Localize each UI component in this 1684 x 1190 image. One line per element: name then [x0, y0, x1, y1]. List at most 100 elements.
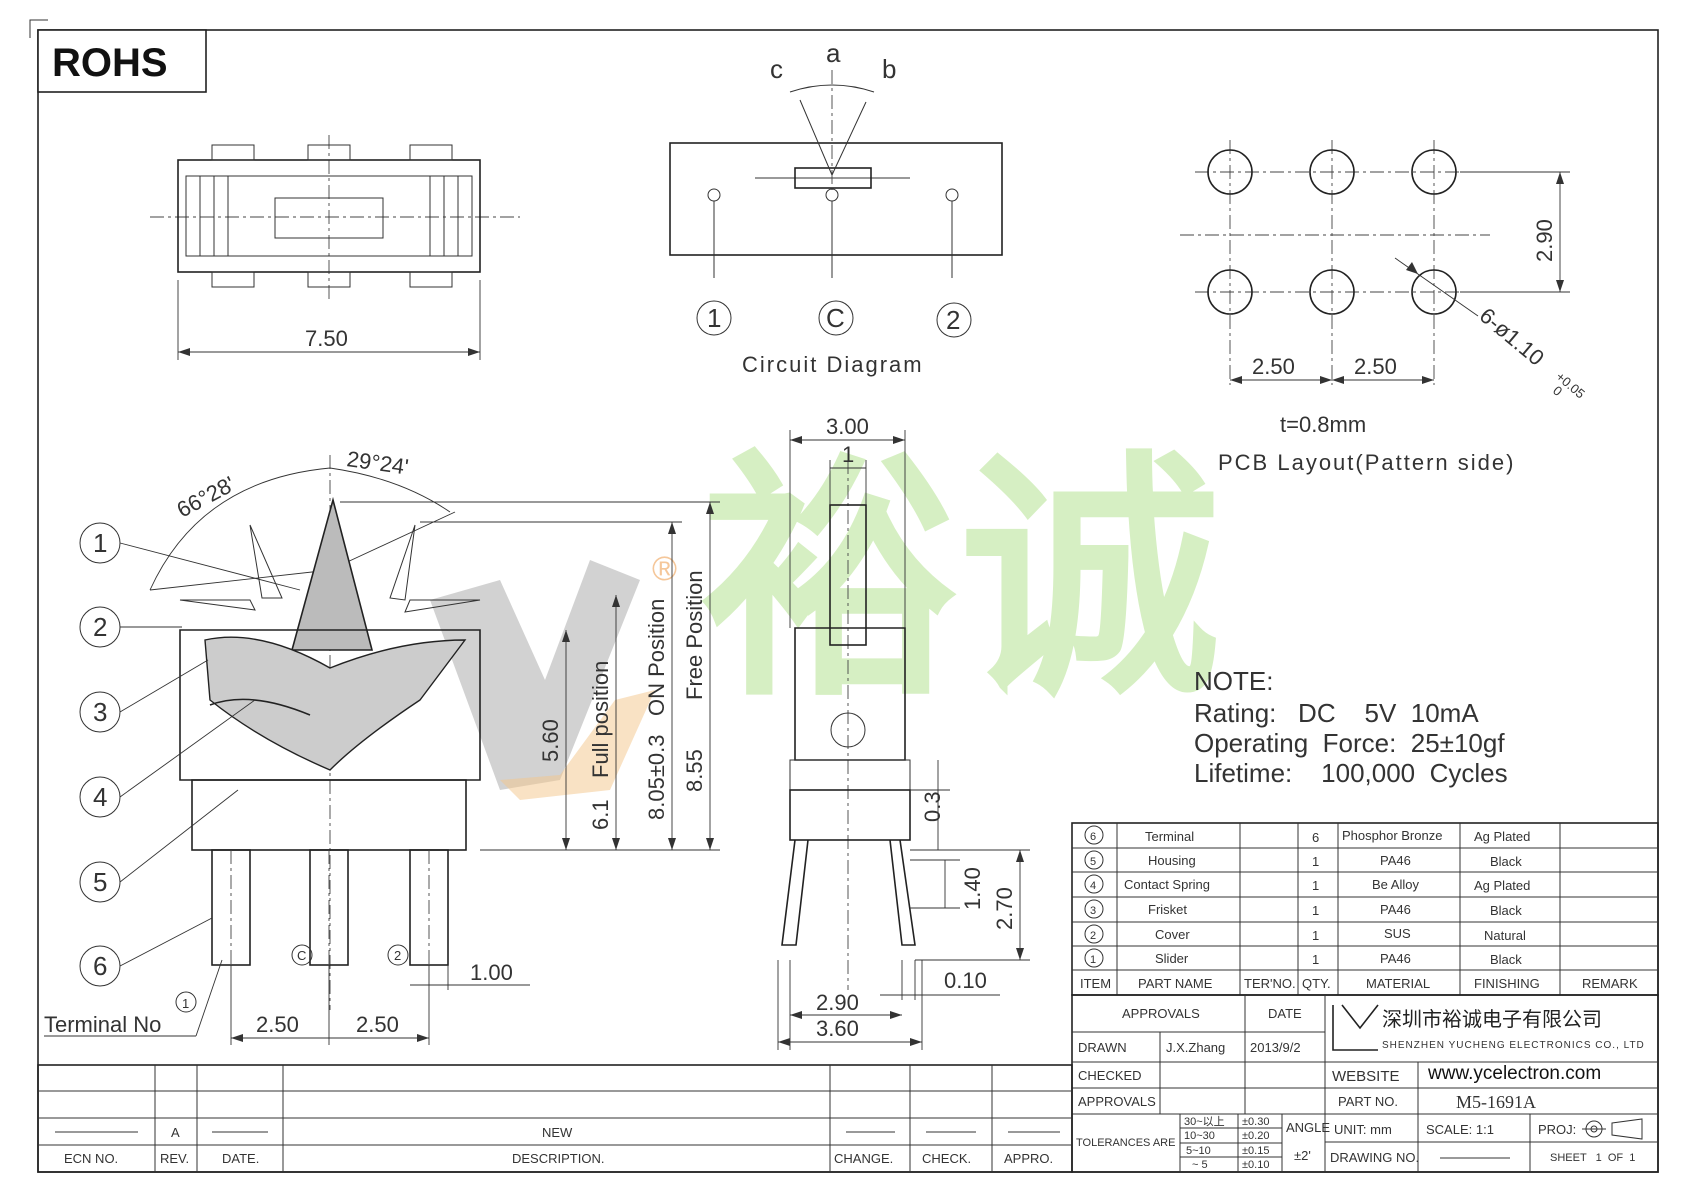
side-dim-360: 3.60	[816, 1016, 859, 1041]
svg-text:Slider: Slider	[1155, 951, 1189, 966]
svg-text:ITEM: ITEM	[1080, 976, 1111, 991]
svg-text:TER'NO.: TER'NO.	[1244, 976, 1296, 991]
circuit-diagram: a c b 1 C 2 Circuit Diagram	[669, 38, 1003, 377]
company-logo	[1332, 1004, 1379, 1051]
svg-text:1: 1	[1312, 854, 1319, 869]
tol-value-1: ±0.30	[1242, 1116, 1269, 1128]
position-c-label: c	[770, 54, 783, 84]
balloon-1: 1	[79, 522, 301, 591]
angle-label: ANGLE	[1286, 1120, 1330, 1135]
rev-header-ecn: ECN NO.	[64, 1151, 118, 1166]
pcb-hole-callout: 6-ø1.10	[1475, 303, 1549, 371]
front-dim-100: 1.00	[470, 960, 513, 985]
revision-value: A	[171, 1125, 180, 1140]
svg-text:SUS: SUS	[1384, 926, 1411, 941]
circuit-terminal-c: C	[826, 303, 845, 333]
watermark-registered: ®	[652, 550, 677, 588]
part-no-value: M5-1691A	[1456, 1092, 1536, 1112]
scale-label: SCALE: 1:1	[1426, 1122, 1494, 1137]
svg-text:Black: Black	[1490, 952, 1522, 967]
svg-text:3: 3	[93, 697, 107, 727]
svg-text:6: 6	[1090, 831, 1096, 843]
balloon-4: 4	[79, 699, 256, 818]
position-a-label: a	[826, 38, 841, 68]
tol-value-3: ±0.15	[1242, 1145, 1269, 1157]
circuit-caption: Circuit Diagram	[742, 352, 924, 377]
svg-text:PA46: PA46	[1380, 951, 1411, 966]
side-dim-010: 0.10	[944, 968, 987, 993]
svg-text:Contact Spring: Contact Spring	[1124, 877, 1210, 892]
svg-text:Black: Black	[1490, 854, 1522, 869]
bom-row-3: 3 Frisket 1 PA46 Black	[1084, 899, 1522, 919]
svg-text:4: 4	[93, 782, 107, 812]
pcb-dim-290: 2.90	[1532, 219, 1557, 262]
svg-text:Ag Plated: Ag Plated	[1474, 878, 1530, 893]
bom-row-1: 1 Slider 1 PA46 Black	[1084, 948, 1522, 968]
side-view: 3.00 1 0.3 1.40 2.70 0.10 2.90 3.60	[777, 414, 1030, 1050]
full-position-label: Full position	[588, 661, 613, 778]
website-value: www.ycelectron.com	[1427, 1063, 1601, 1084]
pcb-dim-250-a: 2.50	[1252, 354, 1295, 379]
svg-text:1: 1	[1312, 903, 1319, 918]
svg-text:Black: Black	[1490, 903, 1522, 918]
svg-text:6: 6	[93, 951, 107, 981]
pcb-layout: 2.90 2.50 2.50 6-ø1.10 +0.05 0 t=0.8mm P…	[1180, 140, 1588, 475]
note-rating: Rating: DC 5V 10mA	[1194, 698, 1479, 728]
bom-row-4: 4 Contact Spring 1 Be Alloy Ag Plated	[1084, 874, 1530, 894]
svg-text:Ag Plated: Ag Plated	[1474, 829, 1530, 844]
svg-text:1: 1	[1312, 878, 1319, 893]
approvals-header: APPROVALS	[1122, 1006, 1200, 1021]
svg-text:Housing: Housing	[1148, 853, 1196, 868]
approvals-label: APPROVALS	[1078, 1094, 1156, 1109]
rev-header-change: CHANGE.	[834, 1151, 893, 1166]
svg-text:Natural: Natural	[1484, 928, 1526, 943]
side-dim-290: 2.90	[816, 990, 859, 1015]
svg-text:2: 2	[93, 612, 107, 642]
note-block: NOTE: Rating: DC 5V 10mA Operating Force…	[1194, 666, 1508, 788]
watermark: 裕诚 ®	[430, 436, 1220, 800]
front-dim-855: 8.55	[682, 749, 707, 792]
checked-label: CHECKED	[1078, 1068, 1142, 1083]
rev-header-check: CHECK.	[922, 1151, 971, 1166]
circuit-terminal-1: 1	[707, 303, 721, 333]
svg-text:1: 1	[1090, 954, 1096, 966]
tol-value-2: ±0.20	[1242, 1130, 1269, 1142]
terminal-2-mark: 2	[394, 948, 401, 963]
proj-label: PROJ:	[1538, 1122, 1576, 1137]
terminal-1-mark: 1	[182, 996, 189, 1011]
terminal-c-mark: C	[297, 948, 306, 963]
rohs-badge	[37, 29, 207, 93]
side-dim-1: 1	[842, 442, 854, 467]
revision-table: A NEW ECN NO. REV. DATE. DESCRIPTION. CH…	[37, 1064, 1073, 1173]
projection-symbol-icon	[1582, 1118, 1643, 1140]
unit-label: UNIT: mm	[1334, 1122, 1392, 1137]
drawn-label: DRAWN	[1078, 1040, 1127, 1055]
front-dim-560: 5.60	[538, 719, 563, 762]
side-dim-140: 1.40	[960, 867, 985, 910]
rev-header-appro: APPRO.	[1004, 1151, 1053, 1166]
tol-range-3: 5~10	[1186, 1145, 1211, 1157]
angle-tol: ±2'	[1294, 1148, 1311, 1163]
svg-text:3: 3	[1090, 905, 1096, 917]
note-force: Operating Force: 25±10gf	[1194, 728, 1505, 758]
svg-text:MATERIAL: MATERIAL	[1366, 976, 1430, 991]
front-dim-250-a: 2.50	[256, 1012, 299, 1037]
front-dim-805: 8.05±0.3	[644, 735, 669, 820]
title-block: APPROVALS DATE 深圳市裕诚电子有限公司 SHENZHEN YUCH…	[1071, 994, 1659, 1173]
company-name-en: SHENZHEN YUCHENG ELECTRONICS CO., LTD	[1382, 1040, 1645, 1051]
bom-row-5: 5 Housing 1 PA46 Black	[1084, 850, 1522, 870]
bom-header: ITEM PART NAME TER'NO. QTY. MATERIAL FIN…	[1080, 976, 1638, 991]
free-position-label: Free Position	[682, 570, 707, 700]
front-dim-250-b: 2.50	[356, 1012, 399, 1037]
rohs-text: ROHS	[52, 41, 168, 85]
terminal-no-label: Terminal No	[44, 1012, 161, 1037]
side-dim-270: 2.70	[992, 887, 1017, 930]
revision-description: NEW	[542, 1125, 573, 1140]
pcb-caption: PCB Layout(Pattern side)	[1218, 450, 1515, 475]
tol-range-1: 30~以上	[1184, 1115, 1225, 1128]
front-dim-61: 6.1	[588, 799, 613, 830]
svg-text:QTY.: QTY.	[1302, 976, 1331, 991]
tol-range-4: ~ 5	[1192, 1159, 1208, 1171]
bom-row-6: 6 Terminal 6 Phosphor Bronze Ag Plated	[1084, 825, 1530, 845]
